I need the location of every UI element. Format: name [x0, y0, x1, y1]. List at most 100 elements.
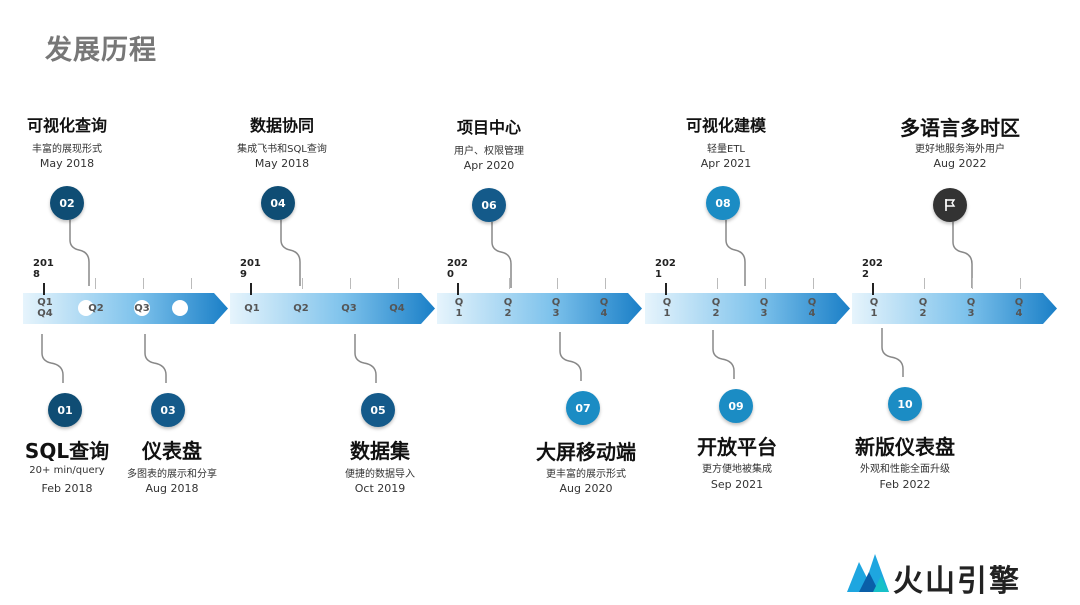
- year-label: 202 0: [447, 258, 468, 280]
- quarter-tick: [509, 278, 510, 289]
- quarter-label: Q2: [293, 303, 309, 314]
- quarter-label: Q 1: [869, 297, 879, 319]
- quarter-tick: [717, 278, 718, 289]
- event-connector: [712, 330, 735, 379]
- timeline-segment-3: [437, 293, 642, 324]
- event-node: 02: [50, 186, 84, 220]
- event-description: 20+ min/query: [29, 465, 105, 476]
- year-marker: [43, 283, 45, 295]
- event-description: 用户、权限管理: [454, 146, 524, 157]
- quarter-label: Q 4: [1014, 297, 1024, 319]
- event-connector: [354, 334, 377, 383]
- event-date: Apr 2021: [700, 157, 752, 170]
- quarter-tick: [924, 278, 925, 289]
- quarter-tick: [95, 278, 96, 289]
- event-node: 01: [48, 393, 82, 427]
- year-marker: [665, 283, 667, 295]
- event-date: Feb 2018: [41, 482, 93, 495]
- quarter-tick: [605, 278, 606, 289]
- flag-icon: [933, 188, 967, 222]
- year-label: 201 9: [240, 258, 261, 280]
- event-connector: [952, 222, 973, 288]
- event-node: 09: [719, 389, 753, 423]
- event-node: 08: [706, 186, 740, 220]
- quarter-label: Q 3: [551, 297, 561, 319]
- event-description: 更丰富的展示形式: [546, 469, 626, 480]
- year-label: 201 8: [33, 258, 54, 280]
- volcano-mountain-icon: [847, 554, 889, 592]
- page-title: 发展历程: [45, 35, 157, 66]
- event-description: 丰富的展现形式: [32, 144, 102, 155]
- event-description: 轻量ETL: [707, 144, 745, 155]
- event-description: 多图表的展示和分享: [127, 469, 217, 480]
- quarter-label: Q2: [88, 303, 104, 314]
- event-connector: [559, 332, 582, 381]
- year-marker: [872, 283, 874, 295]
- event-description: 集成飞书和SQL查询: [237, 144, 327, 155]
- quarter-label: Q 2: [503, 297, 513, 319]
- quarter-label: Q 2: [711, 297, 721, 319]
- timeline-segment-5: [852, 293, 1057, 324]
- timeline-segment-4: [645, 293, 850, 324]
- quarter-dot: [172, 300, 188, 316]
- quarter-label: Q 1: [454, 297, 464, 319]
- event-description: 更方便地被集成: [702, 464, 772, 475]
- quarter-label: Q 3: [966, 297, 976, 319]
- event-date: Aug 2022: [933, 157, 987, 170]
- quarter-dot: [78, 300, 94, 316]
- quarter-tick: [1020, 278, 1021, 289]
- timeline-segment-2: [230, 293, 435, 324]
- quarter-label: Q 4: [807, 297, 817, 319]
- quarter-label: Q 1: [662, 297, 672, 319]
- event-date: Feb 2022: [879, 478, 931, 491]
- quarter-tick: [813, 278, 814, 289]
- event-title: 多语言多时区: [900, 116, 1020, 140]
- quarter-dot: [134, 300, 150, 316]
- quarter-tick: [398, 278, 399, 289]
- quarter-label: Q 3: [759, 297, 769, 319]
- quarter-label: Q4: [389, 303, 405, 314]
- event-connector: [144, 334, 167, 383]
- event-date: May 2018: [254, 157, 310, 170]
- quarter-tick: [191, 278, 192, 289]
- event-title: 数据集: [350, 439, 410, 463]
- quarter-label: Q1: [244, 303, 260, 314]
- event-node: 05: [361, 393, 395, 427]
- quarter-label: Q3: [134, 303, 150, 314]
- event-connector: [881, 328, 904, 377]
- quarter-tick: [557, 278, 558, 289]
- event-description: 便捷的数据导入: [345, 469, 415, 480]
- quarter-tick: [143, 278, 144, 289]
- quarter-tick: [350, 278, 351, 289]
- event-connector: [41, 334, 64, 383]
- event-title: 项目中心: [456, 118, 521, 137]
- event-date: Apr 2020: [463, 159, 515, 172]
- event-date: May 2018: [39, 157, 95, 170]
- quarter-tick: [765, 278, 766, 289]
- event-title: 开放平台: [697, 435, 777, 459]
- event-node: 03: [151, 393, 185, 427]
- event-description: 更好地服务海外用户: [915, 144, 1005, 155]
- event-date: Oct 2019: [354, 482, 406, 495]
- event-description: 外观和性能全面升级: [860, 464, 950, 475]
- quarter-label: Q3: [341, 303, 357, 314]
- event-connector: [69, 220, 90, 286]
- year-label: 202 2: [862, 258, 883, 280]
- event-title: SQL查询: [24, 439, 110, 463]
- event-title: 新版仪表盘: [855, 435, 955, 459]
- year-marker: [457, 283, 459, 295]
- event-node: 10: [888, 387, 922, 421]
- brand-name: 火山引擎: [893, 564, 1021, 599]
- event-date: Aug 2018: [145, 482, 199, 495]
- event-node: 04: [261, 186, 295, 220]
- event-title: 数据协同: [249, 116, 314, 135]
- quarter-tick: [302, 278, 303, 289]
- event-date: Aug 2020: [559, 482, 613, 495]
- event-title: 可视化查询: [26, 116, 107, 135]
- quarter-tick: [972, 278, 973, 289]
- event-title: 可视化建模: [685, 116, 766, 135]
- quarter-label: Q 2: [918, 297, 928, 319]
- event-title: 大屏移动端: [536, 440, 636, 464]
